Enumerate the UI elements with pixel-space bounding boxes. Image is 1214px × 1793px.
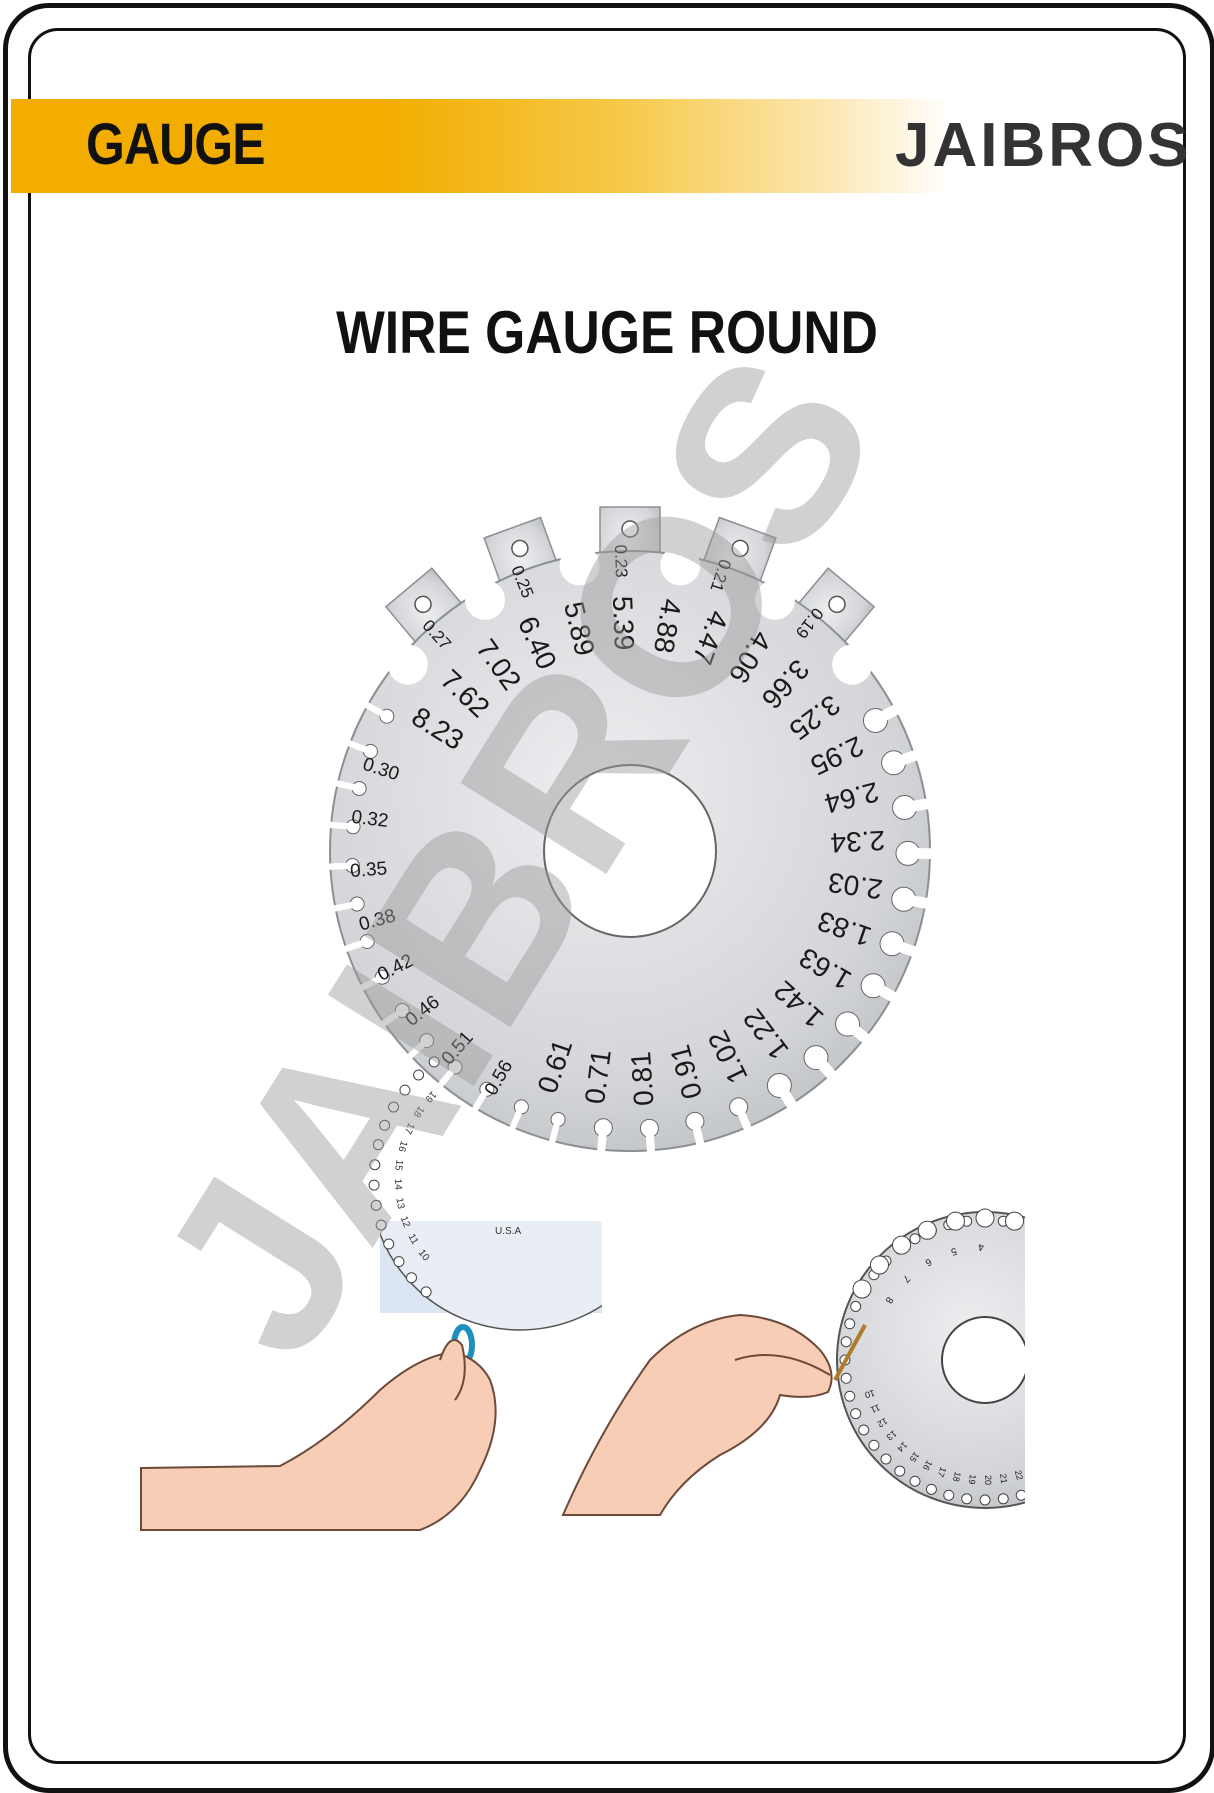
gauge-slot <box>321 776 367 796</box>
gauge-heading: U.S.A <box>495 1226 521 1237</box>
gauge-slot <box>314 819 361 835</box>
tab-hole <box>828 595 846 614</box>
scale-label: 0.32 <box>350 807 389 832</box>
gauge-slot <box>428 1059 463 1099</box>
gauge-slot <box>352 695 395 724</box>
gauge-slot <box>895 840 947 866</box>
tab-hole <box>621 520 639 538</box>
gauge-number: 16 <box>395 1139 409 1153</box>
gauge-number: 12 <box>876 1416 890 1430</box>
gauge-slot <box>860 973 909 1009</box>
gauge-number: 10 <box>864 1388 876 1400</box>
card-inner-frame <box>28 28 1186 1764</box>
scale-label: 0.71 <box>579 1048 617 1106</box>
scale-label: 0.81 <box>625 1051 659 1107</box>
card-outer-frame <box>3 3 1214 1793</box>
scale-label: 0.35 <box>349 858 387 882</box>
gauge-slot <box>879 931 930 962</box>
gauge-slot <box>660 545 701 586</box>
gauge-number: 13 <box>885 1428 899 1442</box>
scale-label: 5.39 <box>607 595 640 651</box>
gauge-slot <box>464 1081 495 1124</box>
gauge-number: 20 <box>983 1475 993 1485</box>
gauge-number: 24 <box>1041 1456 1055 1470</box>
gauge-slot <box>559 545 600 586</box>
center-hole <box>941 1316 1025 1404</box>
gauge-number: 25 <box>1053 1446 1067 1460</box>
gauge-number: 5 <box>949 1245 958 1257</box>
gauge-number: 8 <box>882 1295 895 1306</box>
center-hole <box>543 764 717 938</box>
gauge-number: 18 <box>951 1471 963 1483</box>
gauge-number: 22 <box>1013 1469 1025 1481</box>
gauge-number: 15 <box>907 1450 921 1464</box>
gauge-number: 23 <box>1027 1463 1040 1476</box>
gauge-number: 26 <box>1065 1436 1079 1450</box>
gauge-slot <box>803 1045 846 1090</box>
gauge-slot <box>387 644 428 685</box>
header-band <box>11 99 951 193</box>
gauge-slot <box>892 795 943 821</box>
gauge-slot <box>593 1118 613 1166</box>
tab-label: 0.23 <box>611 544 631 578</box>
gauge-number: 13 <box>393 1197 406 1210</box>
category-label: GAUGE <box>86 112 265 177</box>
gauge-slot <box>503 1099 529 1144</box>
gauge-number: 15 <box>392 1159 404 1172</box>
scale-label: 2.03 <box>826 867 884 906</box>
hand <box>561 1313 833 1516</box>
gauge-number: 17 <box>401 1121 416 1136</box>
gauge-slot <box>333 734 378 759</box>
gauge-slot <box>639 1118 659 1167</box>
small-gauge <box>380 1221 602 1331</box>
gauge-slot <box>891 886 943 912</box>
gauge-number: 19 <box>967 1474 978 1485</box>
gauge-slot <box>545 1112 566 1158</box>
gauge-number: 6 <box>923 1256 934 1269</box>
wire-sample <box>833 1324 867 1381</box>
gauge-slot <box>881 745 932 776</box>
product-title: WIRE GAUGE ROUND <box>336 299 878 366</box>
gauge-slot <box>832 644 873 685</box>
gauge-slot <box>835 1011 881 1052</box>
gauge-number: 14 <box>895 1440 909 1454</box>
tab-hole <box>414 595 432 614</box>
scale-label: 2.34 <box>830 825 886 859</box>
gauge-slot <box>755 579 795 620</box>
gauge-slot <box>862 697 912 733</box>
gauge-slot <box>766 1072 805 1121</box>
gauge-number: 4 <box>978 1241 984 1252</box>
gauge-number: 7 <box>900 1272 912 1284</box>
tab-hole <box>731 539 749 558</box>
gauge-slot <box>685 1111 708 1160</box>
gauge-slot <box>396 1033 435 1069</box>
hand <box>140 1350 497 1531</box>
brand-logo: JAIBROS <box>895 111 1192 180</box>
tab-hole <box>511 539 529 558</box>
gauge-slot <box>465 579 505 620</box>
gauge-slot <box>314 858 360 874</box>
gauge-slot <box>319 896 365 915</box>
gauge-number: 16 <box>921 1459 935 1473</box>
gauge-number: 21 <box>998 1473 1009 1484</box>
gauge-number: 11 <box>869 1402 881 1415</box>
gauge-number: 12 <box>398 1215 412 1230</box>
gauge-number: 14 <box>392 1179 403 1191</box>
gauge-slot <box>729 1097 758 1144</box>
gauge-slot <box>330 934 375 957</box>
gauge-slot <box>369 1002 410 1035</box>
gauge-number: 17 <box>935 1465 948 1478</box>
gauge-slot <box>347 969 390 998</box>
